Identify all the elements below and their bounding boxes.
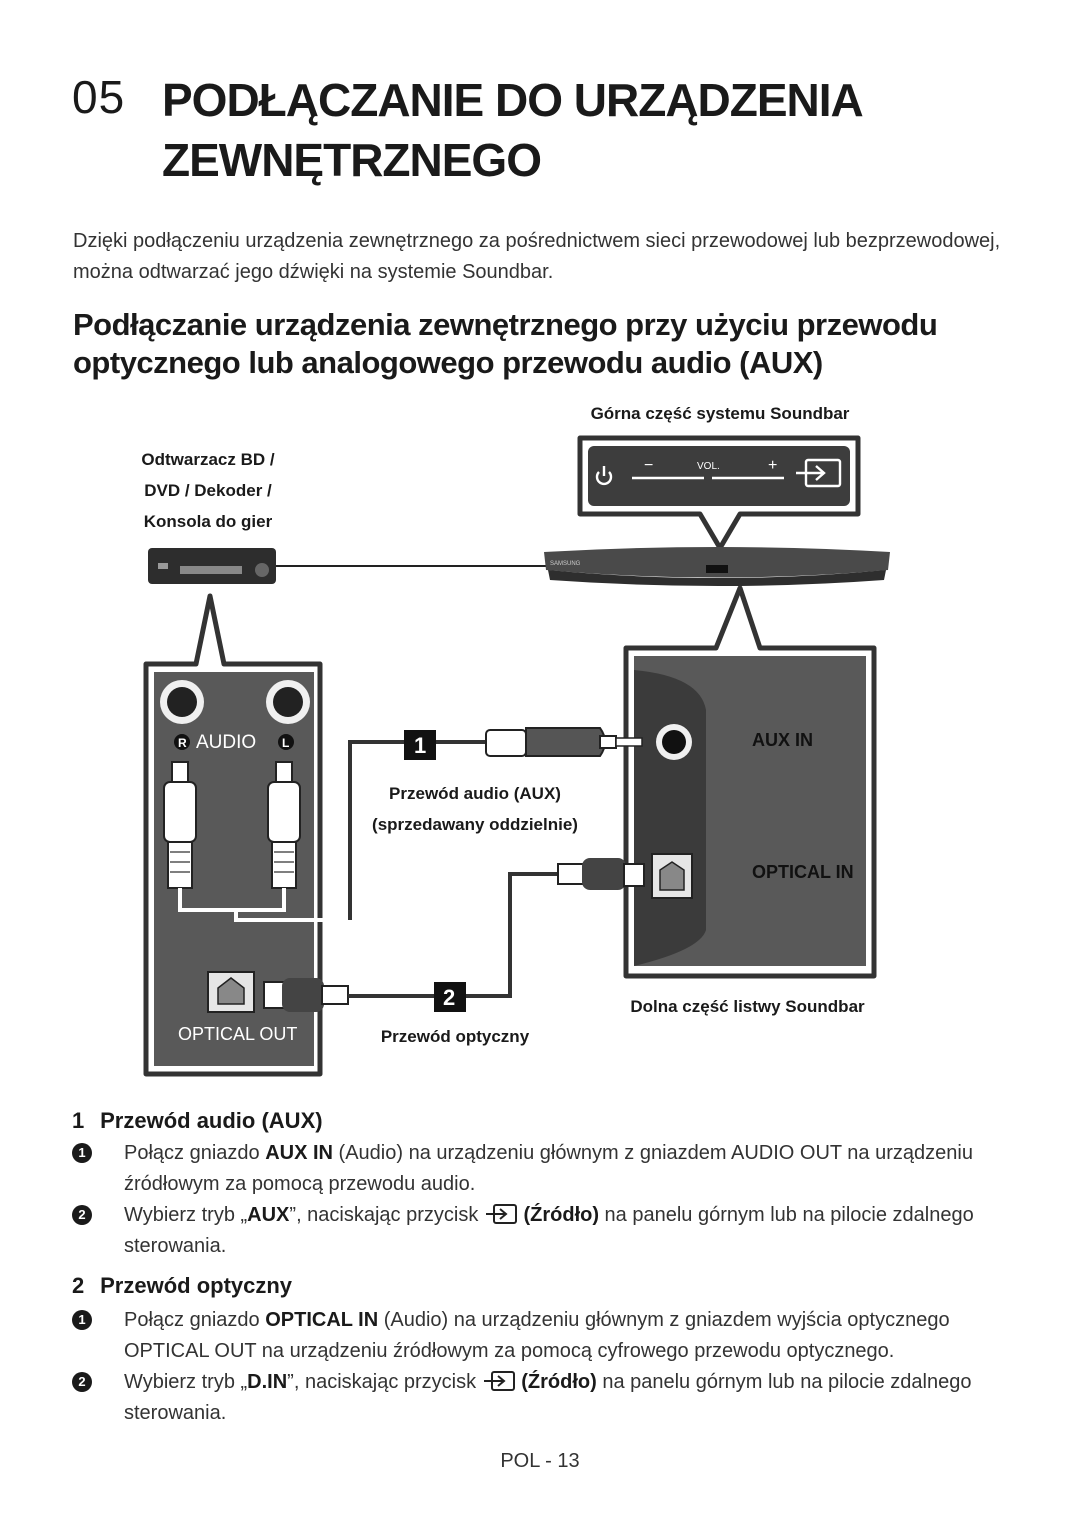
badge-1: 1 <box>414 733 426 758</box>
top-panel-label: Górna część systemu Soundbar <box>590 404 850 423</box>
vol-minus: − <box>644 457 653 474</box>
optical-cable-label: Przewód optyczny <box>380 1027 530 1046</box>
intro-paragraph: Dzięki podłączeniu urządzenia zewnętrzne… <box>73 230 1001 283</box>
item-text: na panelu górnym lub na pilocie zdalnego… <box>124 1204 974 1257</box>
vol-plus: + <box>768 457 777 474</box>
vol-label: VOL. <box>697 461 720 472</box>
step-1-title: Przewód audio (AUX) <box>100 1108 323 1133</box>
item-text: Połącz gniazdo <box>124 1142 266 1164</box>
step-2-heading: 2 Przewód optyczny <box>72 1273 292 1299</box>
item-text: Połącz gniazdo <box>124 1309 266 1331</box>
source-label-line-3: Konsola do gier <box>143 512 273 531</box>
item-bold: (Źródło) <box>521 1371 597 1393</box>
brand-text: SAMSUNG <box>550 561 581 567</box>
source-icon <box>483 1371 515 1391</box>
soundbar-top-panel-callout: − VOL. + <box>577 435 861 551</box>
item-text: (Audio) na urządzeniu głównym z gniazdem… <box>124 1142 973 1195</box>
step-2-item-2: 2 Wybierz tryb „D.IN”, naciskając przyci… <box>72 1367 1012 1429</box>
source-label-line-2: DVD / Dekoder / <box>144 481 272 500</box>
optical-cable <box>348 858 645 998</box>
step-1-item-1: 1 Połącz gniazdo AUX IN (Audio) na urząd… <box>72 1138 1012 1200</box>
source-icon <box>796 458 842 488</box>
item-text: Wybierz tryb „ <box>124 1204 248 1226</box>
item-text: ”, naciskając przycisk <box>289 1204 484 1226</box>
step-1-heading: 1 Przewód audio (AUX) <box>72 1108 323 1134</box>
aux-cable-label: Przewód audio (AUX) <box>389 784 561 803</box>
optical-in-label: OPTICAL IN <box>752 862 854 882</box>
audio-jack-label: AUDIO <box>196 732 256 753</box>
source-device-image <box>148 548 276 584</box>
item-bold: OPTICAL IN <box>265 1309 379 1331</box>
section-title: Podłączanie urządzenia zewnętrznego przy… <box>73 307 938 380</box>
step-2-title: Przewód optyczny <box>100 1273 293 1298</box>
aux-cable-note: (sprzedawany oddzielnie) <box>372 815 578 834</box>
source-icon <box>485 1204 517 1224</box>
item-bold: D.IN <box>247 1371 288 1393</box>
item-text: Wybierz tryb „ <box>124 1371 248 1393</box>
chapter-title: PODŁĄCZANIE DO URZĄDZENIA ZEWNĘTRZNEGO <box>162 74 862 186</box>
aux-in-label: AUX IN <box>752 730 813 750</box>
chapter-number: 05 <box>72 71 126 123</box>
step-1-item-2: 2 Wybierz tryb „AUX”, naciskając przycis… <box>72 1200 1012 1262</box>
bottom-panel-label: Dolna część listwy Soundbar <box>630 997 865 1016</box>
page-footer: POL - 13 <box>500 1450 580 1472</box>
bullet-number: 1 <box>72 1143 92 1163</box>
bullet-number: 2 <box>72 1205 92 1225</box>
step-2-number: 2 <box>72 1273 85 1298</box>
step-1-number: 1 <box>72 1108 85 1133</box>
item-bold: AUX <box>247 1204 290 1226</box>
source-label-line-1: Odtwarzacz BD / <box>141 450 275 469</box>
item-bold: AUX IN <box>265 1142 333 1164</box>
step-2-item-1: 1 Połącz gniazdo OPTICAL IN (Audio) na u… <box>72 1305 1012 1367</box>
bullet-number: 1 <box>72 1310 92 1330</box>
source-back-panel-callout: R AUDIO L OPTICAL OUT <box>143 593 350 1077</box>
audio-l-label: L <box>282 736 289 750</box>
aux-cable <box>348 727 643 920</box>
item-bold: (Źródło) <box>523 1204 599 1226</box>
item-text: na panelu górnym lub na pilocie zdalnego… <box>124 1371 972 1424</box>
audio-r-label: R <box>178 736 187 750</box>
optical-out-label: OPTICAL OUT <box>178 1024 297 1044</box>
badge-2: 2 <box>443 985 455 1010</box>
item-text: (Audio) na urządzeniu głównym z gniazdem… <box>124 1309 950 1362</box>
soundbar-image: SAMSUNG <box>544 547 890 586</box>
item-text: ”, naciskając przycisk <box>287 1371 482 1393</box>
power-icon <box>595 466 613 486</box>
bullet-number: 2 <box>72 1372 92 1392</box>
soundbar-bottom-panel-callout: AUX IN OPTICAL IN <box>623 585 877 979</box>
